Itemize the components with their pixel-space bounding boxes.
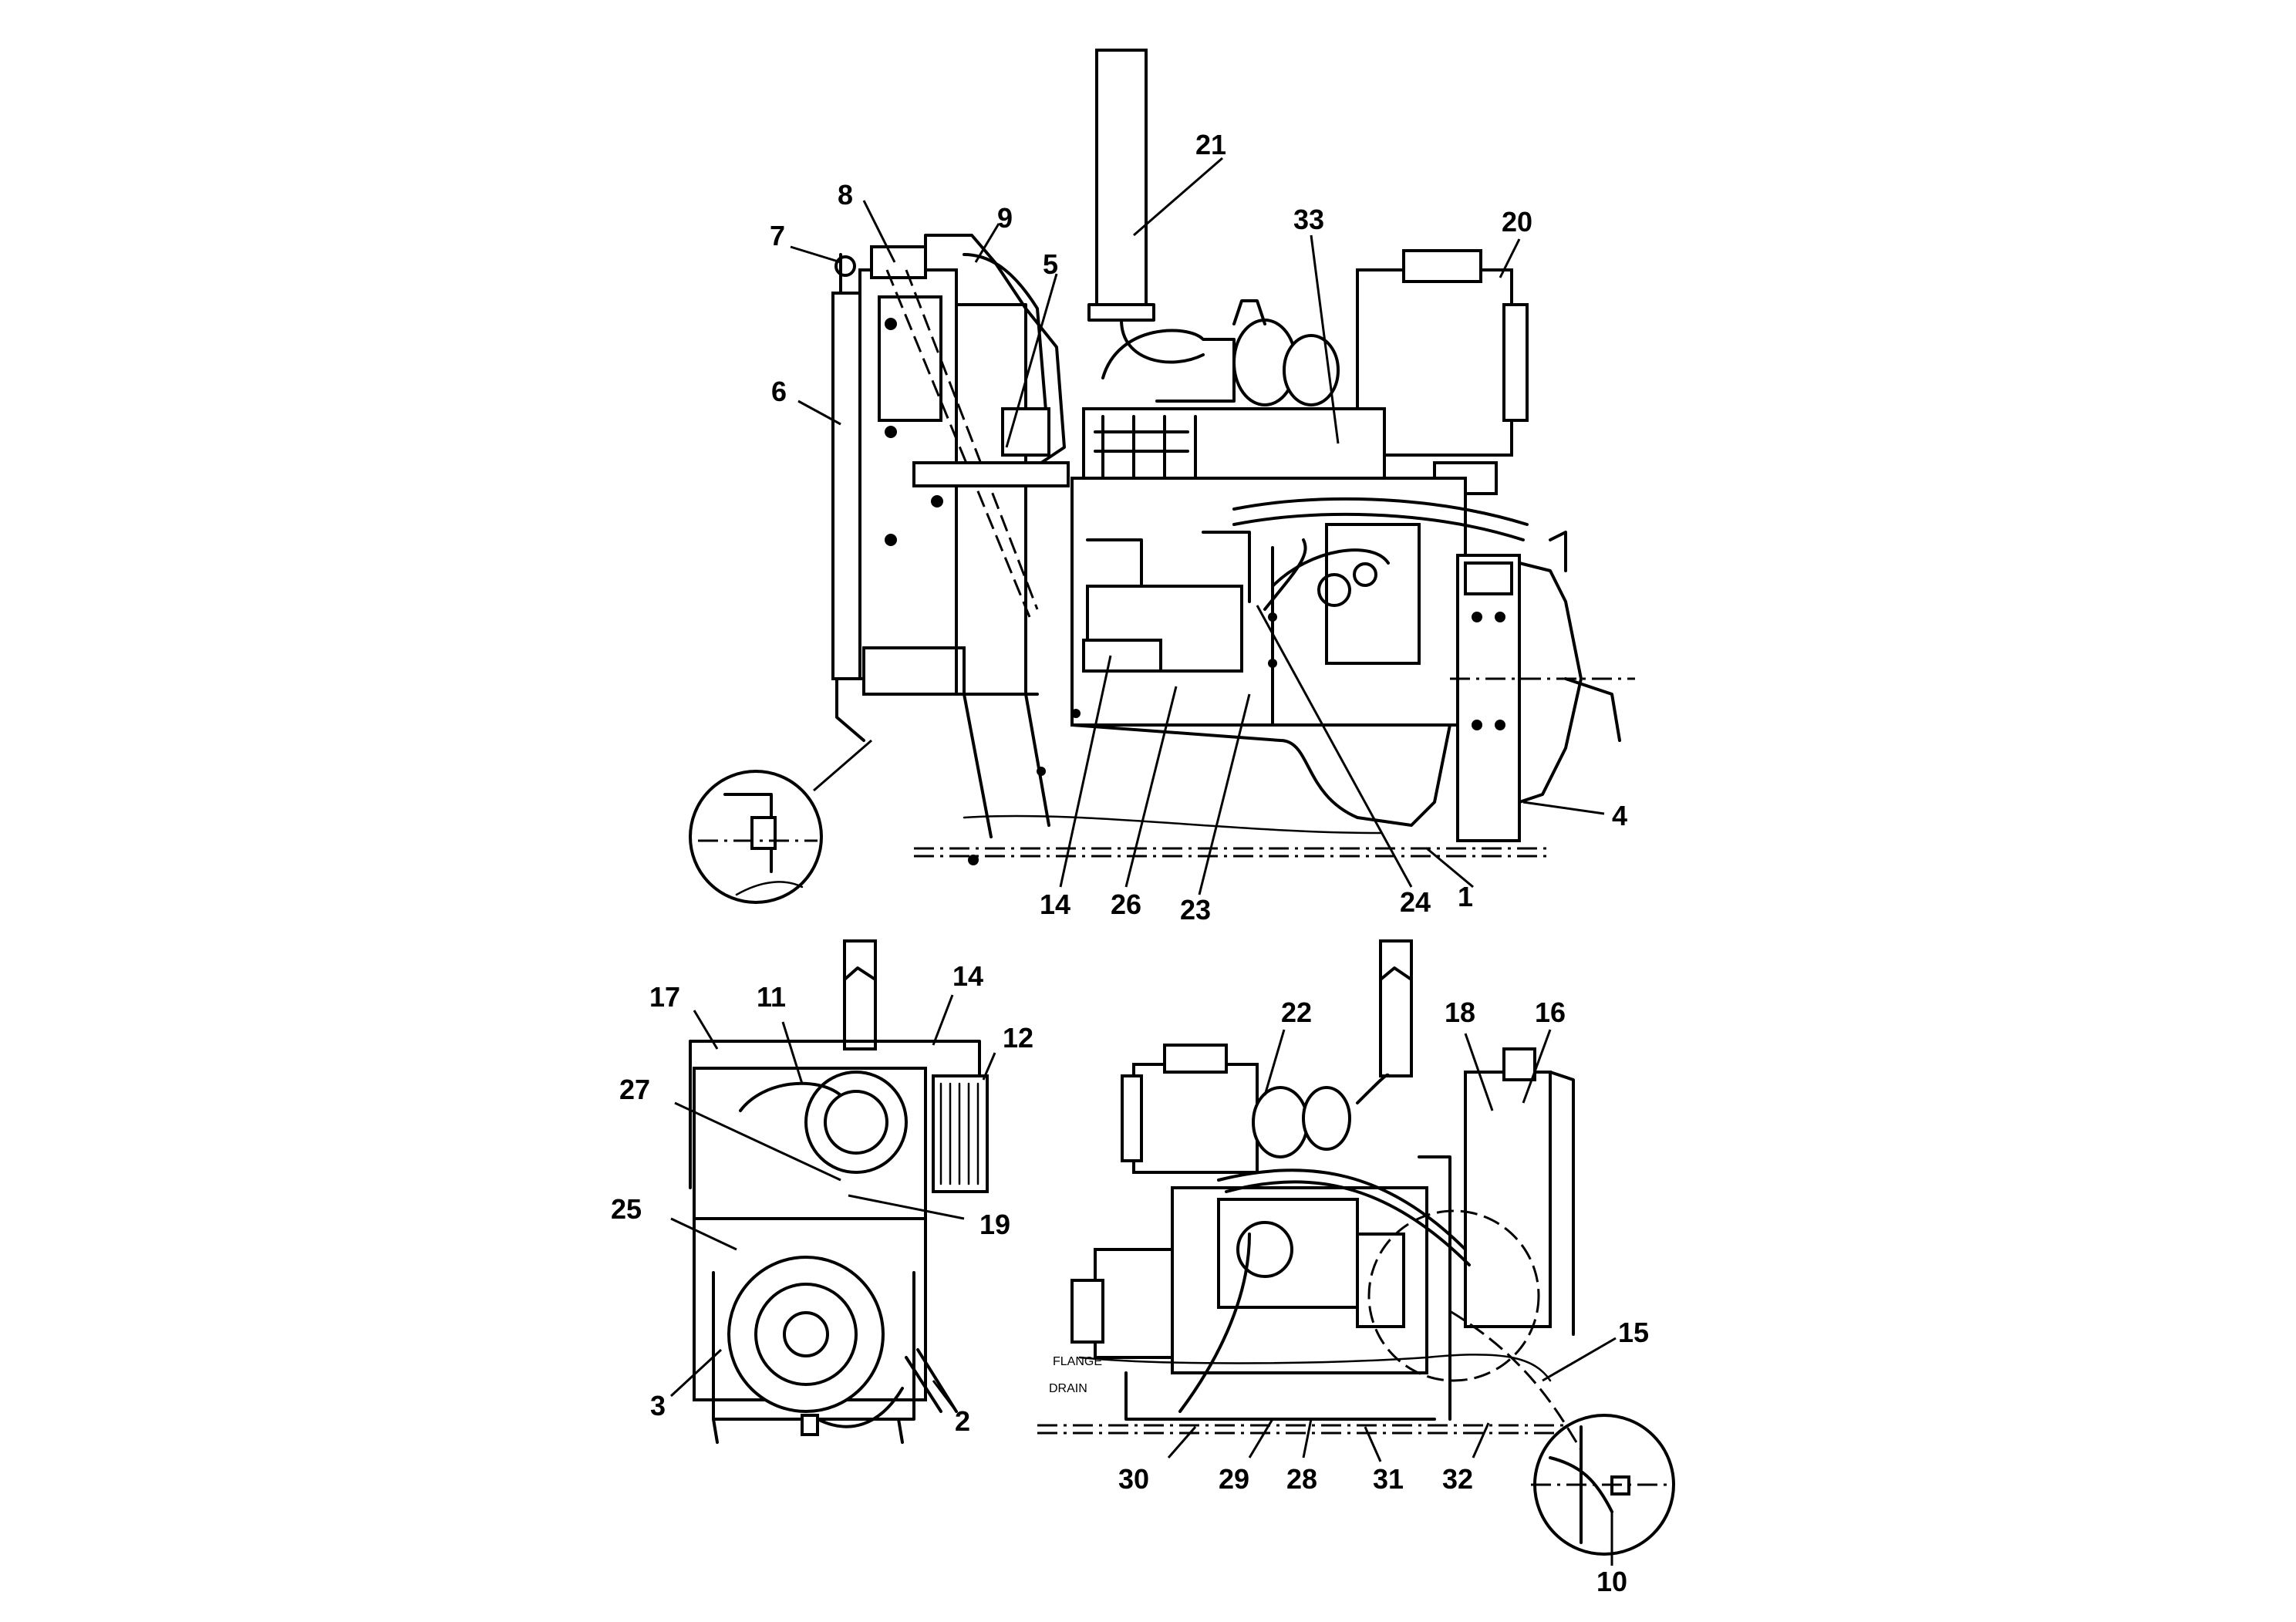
flywheel-housing xyxy=(1450,531,1635,842)
callout-30: 30 xyxy=(1118,1463,1149,1495)
callout-21: 21 xyxy=(1195,129,1226,160)
callout-16: 16 xyxy=(1535,996,1566,1028)
hose-tag-a: FLANGE xyxy=(1053,1355,1102,1368)
callout-33: 33 xyxy=(1293,204,1324,235)
callout-24: 24 xyxy=(1400,886,1431,918)
callout-26: 26 xyxy=(1111,889,1141,920)
callout-10: 10 xyxy=(1596,1566,1627,1597)
callout-1: 1 xyxy=(1458,881,1473,912)
callout-19: 19 xyxy=(979,1209,1010,1240)
radiator xyxy=(831,245,1039,742)
callout-20: 20 xyxy=(1502,206,1532,238)
oil-pan xyxy=(963,723,1451,835)
callout-2: 2 xyxy=(955,1405,970,1437)
callout-31: 31 xyxy=(1373,1463,1404,1495)
callout-6: 6 xyxy=(771,376,787,407)
leader-lines-top xyxy=(790,157,1605,895)
callout-23: 23 xyxy=(1180,894,1211,926)
callout-27: 27 xyxy=(619,1074,650,1105)
callout-8: 8 xyxy=(838,179,853,211)
hose-tag-b: DRAIN xyxy=(1049,1382,1087,1395)
callout-5: 5 xyxy=(1043,248,1058,280)
exhaust-stack xyxy=(1087,49,1205,364)
callout-28: 28 xyxy=(1286,1463,1317,1495)
fan-shroud xyxy=(912,234,1070,838)
callout-18: 18 xyxy=(1445,996,1475,1028)
callout-17: 17 xyxy=(649,981,680,1013)
detail-inset-lower-left xyxy=(689,739,872,904)
callout-22: 22 xyxy=(1281,996,1312,1028)
callout-9: 9 xyxy=(997,202,1013,234)
callout-14-top: 14 xyxy=(1040,889,1070,920)
callout-11: 11 xyxy=(757,981,786,1013)
callout-12: 12 xyxy=(1003,1022,1033,1054)
turbocharger xyxy=(1101,299,1340,406)
callout-29: 29 xyxy=(1219,1463,1249,1495)
callout-15: 15 xyxy=(1618,1317,1649,1348)
callout-14-front: 14 xyxy=(952,960,983,992)
opposite-side-view: FLANGE DRAIN 22 18 16 15 30 29 28 31 32 … xyxy=(1037,939,1675,1597)
callout-32: 32 xyxy=(1442,1463,1473,1495)
side-elevation-view: 21 33 20 8 7 9 5 6 4 1 24 23 26 14 xyxy=(689,49,1635,926)
callout-7: 7 xyxy=(770,220,785,251)
callout-25: 25 xyxy=(611,1193,642,1225)
front-view: 11 17 14 12 27 25 19 3 2 xyxy=(611,939,1033,1444)
callout-4: 4 xyxy=(1612,800,1627,831)
pipework xyxy=(1232,497,1529,611)
callout-3: 3 xyxy=(650,1390,666,1421)
